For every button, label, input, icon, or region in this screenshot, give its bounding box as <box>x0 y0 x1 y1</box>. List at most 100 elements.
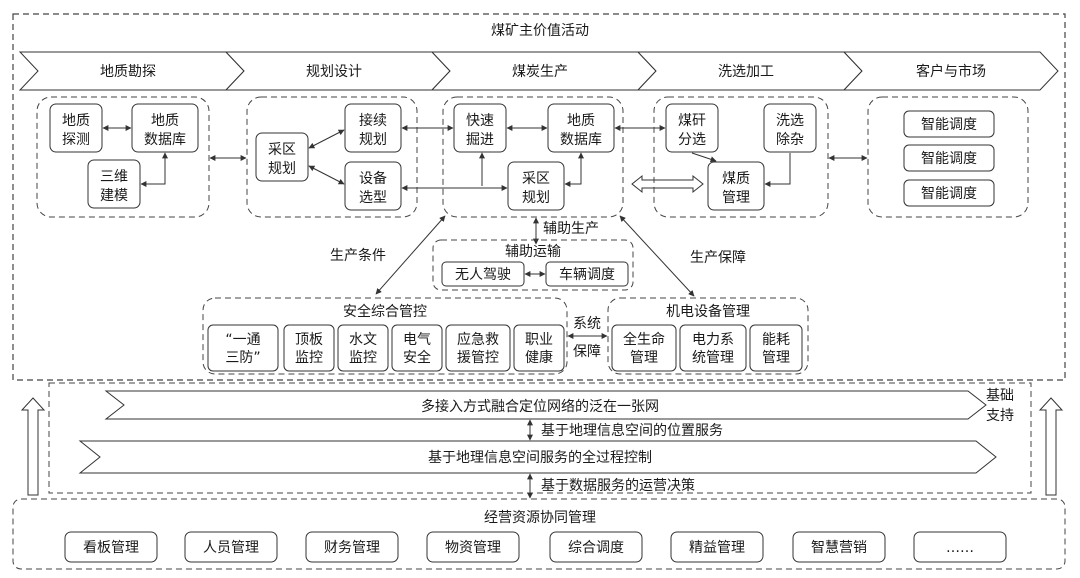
network-label: 多接入方式融合定位网络的泛在一张网 <box>421 398 659 415</box>
market-dispatch-box-1 <box>903 110 995 138</box>
safety-group <box>202 297 568 375</box>
management-item-box <box>549 531 643 563</box>
market-dispatch-label-2: 智能调度 <box>921 151 977 167</box>
safety-electric-label: 电气安全 <box>403 332 431 366</box>
up-arrow-left <box>20 397 46 496</box>
electromech-power-label: 电力系统管理 <box>692 332 734 366</box>
production-conditions-label: 生产条件 <box>330 247 386 264</box>
management-items: 看板管理 人员管理 财务管理 物资管理 综合调度 精益管理 智慧营销 …… <box>64 531 1007 563</box>
safety-emergency-label: 应急救援管控 <box>457 331 499 366</box>
geology-modeling-box <box>87 159 141 209</box>
washing-impurity-box <box>763 103 817 153</box>
management-item-box <box>913 531 1007 563</box>
electromech-lifecycle-label: 全生命管理 <box>623 331 665 366</box>
link-impurity-quality <box>764 153 791 187</box>
production-mining-label: 采区规划 <box>522 171 550 206</box>
link-mining-equipment <box>308 165 345 185</box>
aux-transport-title: 辅助运输 <box>505 244 561 260</box>
planning-equipment-label: 设备选型 <box>359 170 387 206</box>
safety-roof-label: 顶板监控 <box>295 332 323 366</box>
hollow-double-arrow <box>631 174 704 194</box>
safety-ventilation-label: “一通三防” <box>225 332 260 366</box>
management-item-label: 人员管理 <box>203 540 259 556</box>
unmanned-driving-box <box>441 261 525 287</box>
chain-label-planning: 规划设计 <box>306 64 362 80</box>
planning-mining-box <box>255 132 309 182</box>
market-group <box>867 96 1029 218</box>
link-mining-proddatabase <box>564 152 584 187</box>
planning-group <box>246 96 418 218</box>
management-item-label: 财务管理 <box>324 540 380 556</box>
safety-hydro-box <box>337 324 389 372</box>
market-dispatch-box-3 <box>903 179 995 207</box>
aux-transport-group <box>432 239 634 291</box>
link-production-conditions <box>375 215 446 295</box>
geology-group <box>36 96 210 218</box>
management-item-label: 物资管理 <box>445 540 501 556</box>
management-item-box <box>426 531 520 563</box>
geology-detect-label: 地质探测 <box>62 113 90 148</box>
planning-mining-label: 采区规划 <box>268 142 296 177</box>
production-tunneling-label: 快速掘进 <box>466 113 494 148</box>
safety-hydro-label: 水文监控 <box>349 332 377 366</box>
link-production-guarantee <box>619 215 695 297</box>
aux-production-label: 辅助生产 <box>543 221 599 237</box>
planning-succession-label: 接续规划 <box>359 112 387 148</box>
planning-succession-box <box>344 103 402 153</box>
safety-emergency-box <box>445 324 511 372</box>
geology-modeling-label: 三维建模 <box>100 169 128 204</box>
safety-roof-box <box>283 324 335 372</box>
management-item-label: 看板管理 <box>83 540 139 556</box>
chain-label-washing: 洗选加工 <box>718 64 774 80</box>
chain-label-geology: 地质勘探 <box>100 64 156 80</box>
management-item-box <box>670 531 764 563</box>
electromech-energy-box <box>749 324 803 372</box>
geology-detect-box <box>49 103 103 153</box>
market-dispatch-label-1: 智能调度 <box>921 117 977 133</box>
electromech-power-box <box>679 324 747 372</box>
process-control-banner <box>78 440 997 474</box>
washing-gangue-label: 煤矸分选 <box>678 113 706 148</box>
management-item-label: …… <box>946 540 974 556</box>
safety-health-label: 职业健康 <box>525 332 553 366</box>
washing-group <box>653 96 829 218</box>
washing-impurity-label: 洗选除杂 <box>776 113 804 148</box>
management-item-box <box>305 531 399 563</box>
network-banner <box>104 390 987 420</box>
chain-label-market: 客户与市场 <box>916 63 986 80</box>
vehicle-dispatch-label: 车辆调度 <box>559 266 615 283</box>
up-arrow-right <box>1038 397 1064 496</box>
management-item-box <box>64 531 158 563</box>
production-guarantee-label: 生产保障 <box>690 250 746 266</box>
washing-gangue-box <box>665 103 719 153</box>
unmanned-driving-label: 无人驾驶 <box>455 267 511 283</box>
electromech-lifecycle-box <box>611 324 677 372</box>
management-item-label: 综合调度 <box>568 540 624 556</box>
link-modeling-database <box>140 152 168 187</box>
foundation-support-label: 基础支持 <box>986 387 1014 424</box>
link-gangue-quality <box>691 152 717 163</box>
process-control-label: 基于地理信息空间服务的全过程控制 <box>428 449 652 466</box>
market-dispatch-box-2 <box>903 144 995 172</box>
production-database-label: 地质数据库 <box>560 113 602 148</box>
geology-database-label: 地质数据库 <box>144 113 186 148</box>
production-mining-box <box>507 161 565 211</box>
management-frame <box>12 498 1066 570</box>
management-item-box <box>184 531 278 563</box>
decision-label: 基于数据服务的运营决策 <box>541 477 695 494</box>
main-value-frame <box>12 13 1066 381</box>
safety-electric-box <box>391 324 443 372</box>
location-service-label: 基于地理信息空间的位置服务 <box>541 422 723 439</box>
safety-title: 安全综合管控 <box>343 303 427 320</box>
planning-equipment-box <box>344 161 402 211</box>
management-item-label: 精益管理 <box>689 540 745 556</box>
production-database-box <box>547 103 615 153</box>
geology-database-box <box>131 103 199 153</box>
management-title: 经营资源协同管理 <box>484 510 596 526</box>
washing-quality-label: 煤质管理 <box>722 171 750 206</box>
electromech-energy-label: 能耗管理 <box>762 332 790 366</box>
safety-ventilation-box <box>207 324 279 372</box>
main-title: 煤矿主价值活动 <box>491 23 589 39</box>
electromech-group <box>607 297 809 375</box>
value-chain: 地质勘探 规划设计 煤炭生产 洗选加工 客户与市场 <box>18 51 1059 91</box>
